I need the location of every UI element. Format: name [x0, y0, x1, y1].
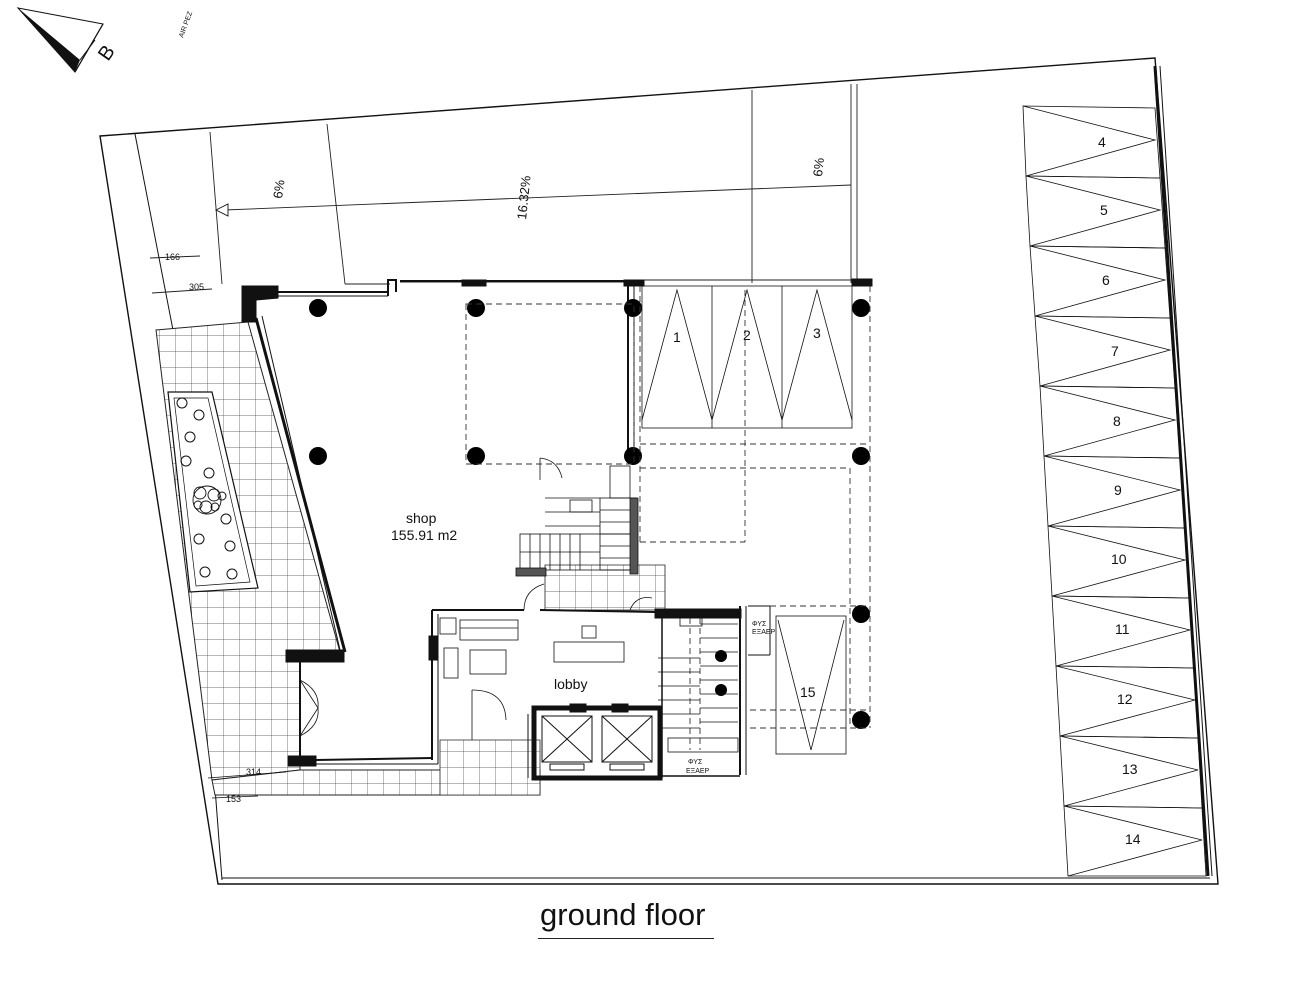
parking-bay-5: 5 [1100, 202, 1108, 218]
drawing-title: ground floor [540, 897, 706, 932]
dimension-166: 166 [165, 252, 180, 262]
parking-bay-2: 2 [743, 327, 751, 343]
doors [299, 457, 653, 740]
room-name-lobby: lobby [554, 676, 587, 692]
parking-bay-11: 11 [1115, 621, 1130, 637]
dimension-305: 305 [189, 282, 204, 292]
ramp-area [149, 84, 870, 294]
parking-bay-15: 15 [800, 684, 816, 700]
ramp-slope-mid: 16.32% [514, 174, 534, 220]
parking-bay-6: 6 [1102, 272, 1110, 288]
north-arrow [16, 7, 104, 73]
utility-label-2-line1: ΦΥΣ [688, 759, 703, 766]
parking-bay-15-outline [775, 615, 847, 755]
parking-bay-7: 7 [1111, 343, 1119, 359]
site-boundary [99, 57, 1219, 885]
building-walls [241, 278, 873, 778]
planter [167, 391, 259, 593]
lift-shafts [531, 703, 663, 781]
utility-label-1-line1: ΦΥΣ [752, 621, 767, 628]
parking-bay-8: 8 [1113, 413, 1121, 429]
dimension-lines [207, 771, 287, 799]
ramp-slope-right: 6% [810, 157, 827, 178]
shrub-icon [192, 485, 222, 515]
ramp-slope-left: 6% [270, 178, 288, 199]
dimension-314: 314 [246, 767, 261, 777]
title-underline [538, 938, 714, 939]
parking-bay-13: 13 [1122, 761, 1138, 777]
parking-bay-10: 10 [1111, 551, 1127, 567]
columns [309, 299, 870, 729]
north-label: B [94, 41, 120, 65]
parking-bays-top [641, 285, 853, 429]
parking-bay-12: 12 [1117, 691, 1133, 707]
parking-bay-1: 1 [673, 329, 681, 345]
parking-bays-right [1022, 105, 1207, 877]
parking-bay-4: 4 [1098, 134, 1106, 150]
parking-bay-14: 14 [1125, 831, 1141, 847]
room-name-shop: shop [406, 510, 437, 526]
lobby-furniture [439, 617, 703, 679]
parking-bay-3: 3 [813, 325, 821, 341]
stairs [515, 465, 739, 753]
north-small-label: AIR PEZ [178, 10, 194, 39]
dashed-beams [465, 286, 871, 750]
utility-label-1-line2: ΕΞΑΕΡ [752, 629, 776, 636]
room-area-shop: 155.91 m2 [391, 527, 457, 543]
utility-label-2-line2: ΕΞΑΕΡ [686, 768, 710, 775]
dimension-153: 153 [226, 794, 241, 804]
parking-bay-9: 9 [1114, 482, 1122, 498]
